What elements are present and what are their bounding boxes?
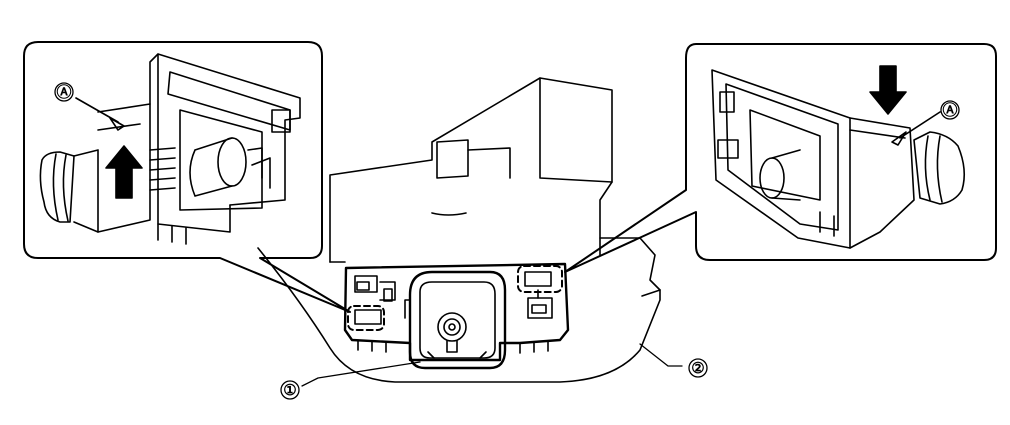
bracket-body [257,77,661,383]
callout-bracket: ② [688,358,708,378]
leader-lines [301,343,683,387]
callout-left-tab: Ⓐ [54,82,74,102]
camera-unit [404,270,507,370]
right-detail-panel [564,43,997,273]
camera-mount-plate [343,262,570,362]
callout-camera-unit: ① [280,380,300,400]
down-arrow-icon [869,65,907,115]
callout-right-tab: Ⓐ [940,100,960,120]
callout-right-tab-text: Ⓐ [942,101,957,119]
callout-left-tab-text: Ⓐ [56,83,71,101]
callout-camera-unit-text: ① [283,382,296,399]
left-detail-panel [23,41,351,313]
up-arrow-icon [105,145,143,199]
callout-bracket-text: ② [691,360,704,377]
